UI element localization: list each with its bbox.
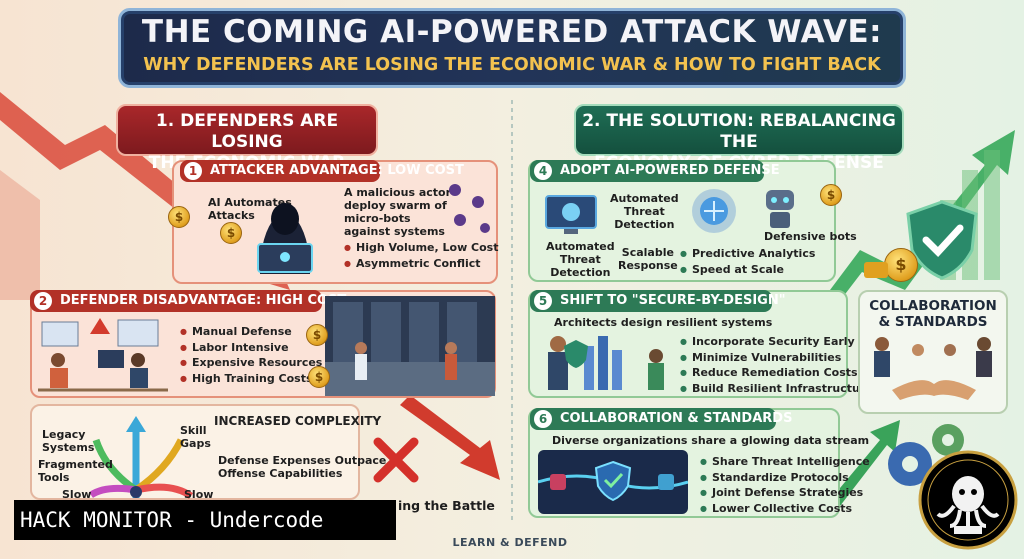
section2-heading: 2. THE SOLUTION: REBALANCING THE ECONOMY… <box>574 104 904 173</box>
expenses-text: Defense Expenses Outpace Offense Capabil… <box>218 454 387 480</box>
list-item: Reduce Remediation Costs <box>680 365 873 381</box>
list-item: Predictive Analytics <box>680 246 815 262</box>
red-x-icon <box>373 437 419 483</box>
attacker-pill: 1 ATTACKER ADVANTAGE: LOW COST <box>180 160 464 182</box>
collab-pill: 6 COLLABORATION & STANDARDS <box>530 408 792 430</box>
section1-heading-line1: 1. DEFENDERS ARE LOSING <box>155 111 339 152</box>
robot-icon <box>766 190 794 228</box>
list-item: Share Threat Intelligence <box>700 454 870 470</box>
coin-icon: $ <box>168 206 190 228</box>
collab-label: COLLABORATION & STANDARDS <box>560 411 793 426</box>
section2-heading-line1: 2. THE SOLUTION: REBALANCING THE <box>582 111 896 152</box>
coin-icon: $ <box>884 248 918 282</box>
coin-icon: $ <box>308 366 330 388</box>
page-title: THE COMING AI-POWERED ATTACK WAVE: <box>141 14 883 50</box>
list-item: Asymmetric Conflict <box>344 256 499 272</box>
slow-label-2: Slow <box>184 488 214 501</box>
defenders-illustration <box>38 318 168 392</box>
undercode-logo <box>918 450 1018 550</box>
secure-intro: Architects design resilient systems <box>554 316 773 329</box>
adopt-ai-pill: 4 ADOPT AI-POWERED DEFENSE <box>530 160 780 182</box>
skill-gaps-label: Skill Gaps <box>180 424 211 450</box>
defensive-bots-label: Defensive bots <box>764 230 857 243</box>
hacker-illustration <box>257 203 313 274</box>
title-banner <box>118 8 906 88</box>
list-item: High Volume, Low Cost <box>344 240 499 256</box>
monitor-icon <box>545 195 597 234</box>
scalable-response: Scalable Response <box>618 246 678 272</box>
auto-threat-detection-1: Automated Threat Detection <box>546 240 615 279</box>
legacy-systems-label: Legacy Systems <box>42 428 95 454</box>
handshake-illustration <box>874 337 992 400</box>
gears-icon <box>888 424 964 486</box>
collaboration-heading: COLLABORATION & STANDARDS <box>869 298 997 330</box>
attacker-bullets: High Volume, Low Cost Asymmetric Conflic… <box>344 240 499 271</box>
list-item: Manual Defense <box>180 324 322 340</box>
attacker-description: A malicious actor deploy swarm of micro-… <box>344 186 452 238</box>
defender-label: DEFENDER DISADVANTAGE: HIGH COST <box>60 293 347 308</box>
list-item: Expensive Resources <box>180 355 322 371</box>
hack-monitor-badge: HACK MONITOR - Undercode <box>14 500 396 540</box>
slow-label: Slow <box>62 488 92 501</box>
ai-automates-text: AI Automates Attacks <box>208 196 292 222</box>
data-stream-illustration <box>538 450 688 514</box>
secure-number: 5 <box>534 292 552 310</box>
complexity-panel <box>30 404 360 500</box>
defender-bullets: Manual Defense Labor Intensive Expensive… <box>180 324 322 386</box>
list-item: Labor Intensive <box>180 340 322 356</box>
list-item: Joint Defense Strategies <box>700 485 870 501</box>
list-item: High Training Costs <box>180 371 322 387</box>
coin-icon: $ <box>306 324 328 346</box>
coin-stack-icon <box>864 262 888 278</box>
list-item: Build Resilient Infrastructure <box>680 381 873 397</box>
ai-brain-icon <box>692 189 736 233</box>
adopt-number: 4 <box>534 162 552 180</box>
fragmented-tools-label: Fragmented Tools <box>38 458 113 484</box>
list-item: Speed at Scale <box>680 262 815 278</box>
section1-heading: 1. DEFENDERS ARE LOSING THE ECONOMIC WAR <box>116 104 378 173</box>
collab-bullets: Share Threat Intelligence Standardize Pr… <box>700 454 870 516</box>
list-item: Minimize Vulnerabilities <box>680 350 873 366</box>
coin-icon: $ <box>820 184 842 206</box>
auto-threat-detection-2: Automated Threat Detection <box>610 192 679 231</box>
list-item: Standardize Protocols <box>700 470 870 486</box>
footer-text: LEARN & DEFEND <box>452 536 568 549</box>
collab-intro: Diverse organizations share a glowing da… <box>552 434 870 447</box>
architects-illustration <box>548 336 664 390</box>
server-room-illustration <box>325 296 495 396</box>
defender-number: 2 <box>34 292 52 310</box>
losing-battle-text: ing the Battle <box>398 498 495 513</box>
micro-bots-icon <box>449 184 490 233</box>
coin-icon: $ <box>220 222 242 244</box>
attacker-label: ATTACKER ADVANTAGE: LOW COST <box>210 163 464 178</box>
complexity-heading: INCREASED COMPLEXITY <box>214 414 382 428</box>
list-item: Incorporate Security Early <box>680 334 873 350</box>
collab-number: 6 <box>534 410 552 428</box>
defender-pill: 2 DEFENDER DISADVANTAGE: HIGH COST <box>30 290 346 312</box>
complexity-arrows <box>89 416 194 499</box>
adopt-bullets: Predictive Analytics Speed at Scale <box>680 246 815 277</box>
secure-pill: 5 SHIFT TO "SECURE-BY-DESIGN" <box>530 290 786 312</box>
adopt-label: ADOPT AI-POWERED DEFENSE <box>560 163 780 178</box>
page-subtitle: WHY DEFENDERS ARE LOSING THE ECONOMIC WA… <box>143 55 881 75</box>
attacker-number: 1 <box>184 162 202 180</box>
shield-icon <box>906 200 978 280</box>
list-item: Lower Collective Costs <box>700 501 870 517</box>
secure-label: SHIFT TO "SECURE-BY-DESIGN" <box>560 293 786 308</box>
secure-bullets: Incorporate Security Early Minimize Vuln… <box>680 334 873 396</box>
